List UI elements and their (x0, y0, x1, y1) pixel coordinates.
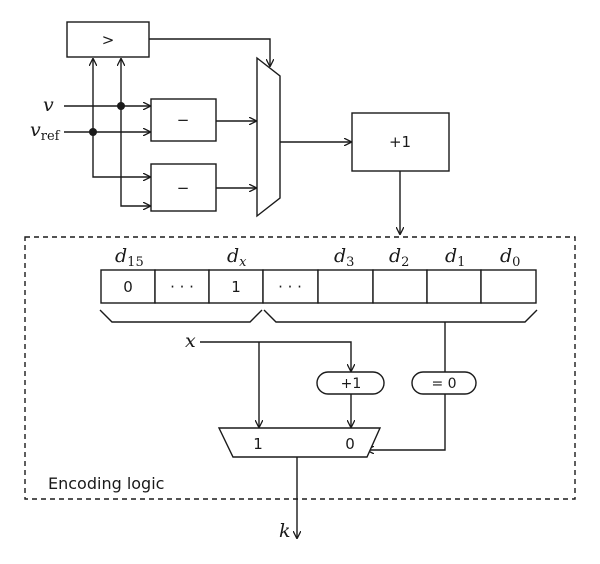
x-label: x (185, 330, 196, 352)
vref-label: vref (30, 119, 61, 144)
cell-ellipsis-right: · · · (278, 278, 302, 296)
subtractor-top-symbol: − (177, 111, 190, 129)
output-mux (217, 427, 382, 458)
register-cell (480, 269, 537, 304)
register-cell (208, 269, 264, 304)
register-cell (317, 269, 374, 304)
k-label: k (279, 520, 291, 542)
header-d15: d15 (115, 245, 144, 270)
cell-dx-value: 1 (231, 278, 241, 296)
register-cell (262, 269, 319, 304)
register-cell (372, 269, 428, 304)
cell-d15-value: 0 (123, 278, 133, 296)
vref-sub: ref (41, 129, 61, 144)
header-d1: d1 (445, 245, 465, 270)
register: 0 · · · 1 · · · (100, 269, 537, 304)
vref-main: v (30, 119, 41, 141)
increment-label: +1 (341, 376, 362, 392)
encoding-logic-region (24, 236, 576, 500)
comparator-symbol: > (102, 31, 115, 49)
register-cell (154, 269, 210, 304)
input-mux (256, 56, 281, 218)
encoding-logic-label: Encoding logic (48, 474, 164, 493)
brace-right (263, 309, 538, 323)
output-mux-input-1: 1 (253, 435, 263, 453)
header-dx: dx (227, 245, 247, 270)
cell-ellipsis-left: · · · (170, 278, 194, 296)
subtractor-top (150, 98, 217, 142)
header-d2: d2 (389, 245, 409, 270)
header-d3: d3 (334, 245, 354, 270)
register-cell (426, 269, 482, 304)
subtractor-bottom-symbol: − (177, 179, 190, 197)
output-mux-input-0: 0 (345, 435, 355, 453)
zero-test-label: = 0 (431, 376, 456, 392)
header-d0: d0 (500, 245, 520, 270)
zero-test-block (411, 371, 477, 395)
brace-left (99, 309, 263, 323)
v-label: v (43, 94, 54, 116)
adder-label: +1 (389, 133, 411, 151)
comparator-box (66, 21, 150, 58)
register-headers: d15 dx d3 d2 d1 d0 (115, 245, 520, 270)
